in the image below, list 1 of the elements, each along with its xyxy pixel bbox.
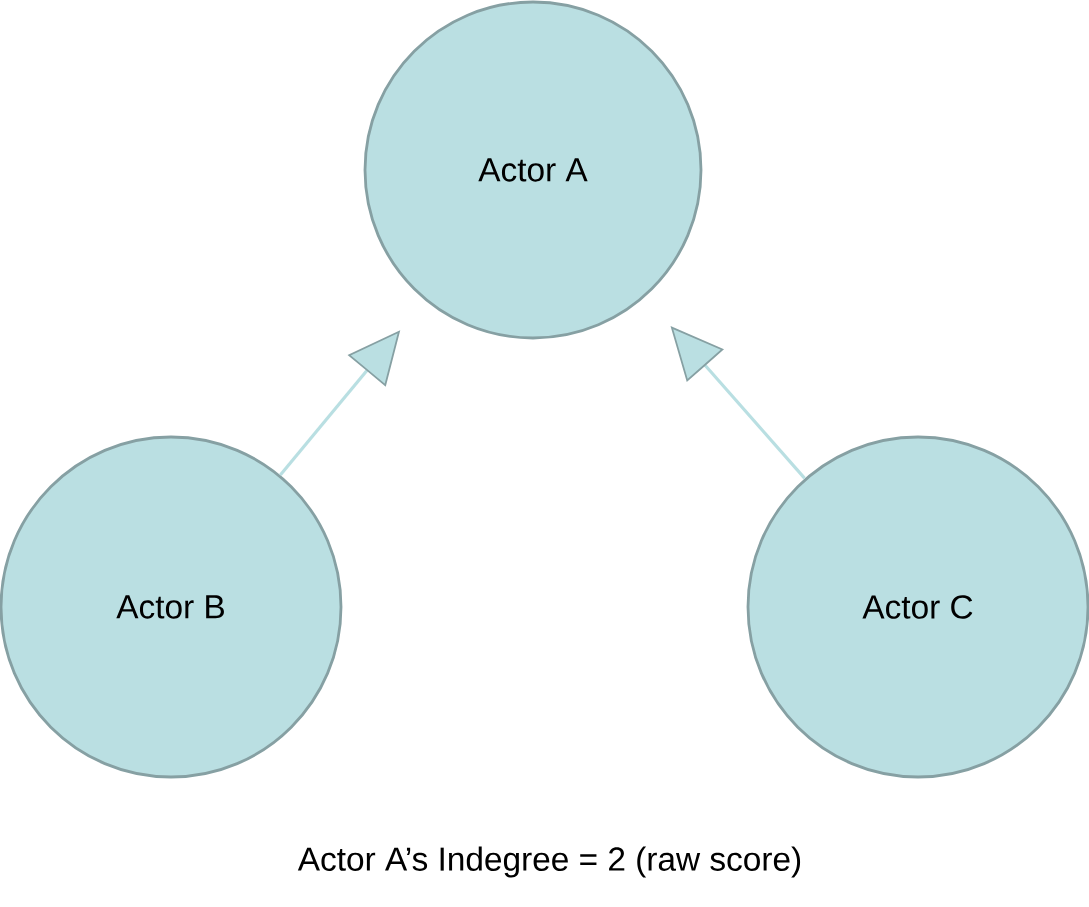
caption-text: Actor A’s Indegree = 2 (raw score) — [297, 846, 801, 878]
